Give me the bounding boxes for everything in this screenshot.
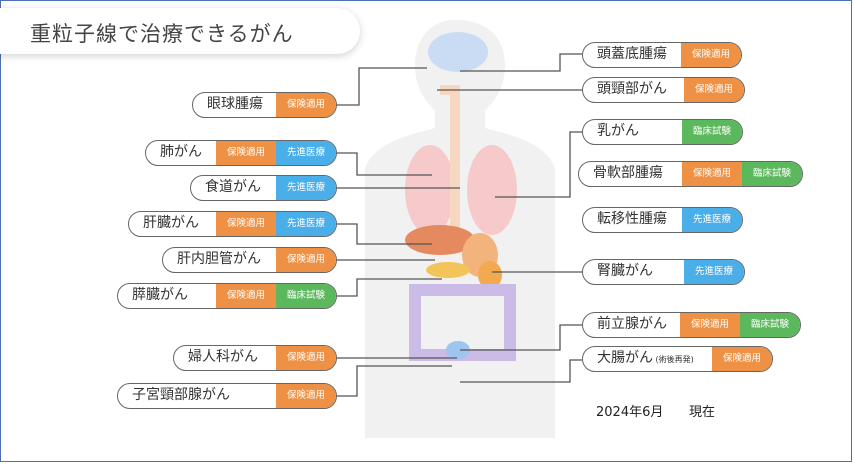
- cancer-item: 子宮頸部腺がん 保険適用: [117, 383, 337, 409]
- cancer-item: 頭蓋底腫瘍保険適用: [582, 42, 742, 68]
- lung-right: [467, 145, 517, 235]
- pancreas: [426, 262, 470, 278]
- badge-ins: 保険適用: [681, 43, 741, 67]
- cancer-item: 転移性腫瘍先進医療: [582, 207, 743, 233]
- badge-cli: 臨床試験: [740, 313, 800, 337]
- badge-adv: 先進医療: [276, 141, 336, 165]
- cancer-item: 膵臓がん 保険適用臨床試験: [117, 283, 337, 309]
- badge-ins: 保険適用: [276, 384, 336, 408]
- badge-adv: 先進医療: [682, 208, 742, 232]
- badge-ins: 保険適用: [216, 284, 276, 308]
- kidney: [478, 261, 502, 289]
- cancer-item: 肺がん保険適用先進医療: [145, 140, 337, 166]
- badge-cli: 臨床試験: [682, 120, 742, 144]
- cancer-item: 腎臓がん 先進医療: [582, 259, 745, 285]
- esophagus: [440, 85, 460, 245]
- cancer-name: 頭頸部がん: [597, 81, 667, 97]
- cancer-name: 前立腺がん: [597, 316, 667, 332]
- leader-lines: [337, 53, 582, 397]
- badge-ins: 保険適用: [682, 162, 742, 186]
- cancer-item: 肝臓がん 保険適用先進医療: [128, 211, 337, 237]
- cancer-name: 食道がん: [205, 179, 261, 195]
- badge-ins: 保険適用: [216, 141, 276, 165]
- badge-adv: 先進医療: [276, 212, 336, 236]
- cancer-name: 乳がん: [597, 123, 639, 139]
- badge-ins: 保険適用: [276, 93, 336, 117]
- cancer-name: 子宮頸部腺がん: [132, 387, 230, 403]
- cancer-name: 肝臓がん: [143, 215, 199, 231]
- cancer-name: 眼球腫瘍: [207, 96, 263, 112]
- badge-ins: 保険適用: [276, 248, 336, 272]
- badge-ins: 保険適用: [684, 78, 744, 102]
- cancer-name: 肝内胆管がん: [177, 251, 261, 267]
- badge-ins: 保険適用: [276, 346, 336, 370]
- cancer-item: 食道がん先進医療: [190, 175, 337, 201]
- cancer-item: 骨軟部腫瘍 保険適用臨床試験: [578, 161, 803, 187]
- brain: [428, 32, 488, 72]
- cancer-name: 肺がん: [160, 144, 202, 160]
- cancer-item: 肝内胆管がん保険適用: [162, 247, 337, 273]
- badge-adv: 先進医療: [276, 176, 336, 200]
- badge-ins: 保険適用: [680, 313, 740, 337]
- liver: [405, 225, 475, 255]
- intestine: [409, 284, 516, 361]
- page-title: 重粒子線で治療できるがん: [0, 8, 360, 54]
- cancer-name: 頭蓋底腫瘍: [597, 46, 667, 62]
- bladder: [446, 341, 470, 359]
- cancer-item: 乳がん 臨床試験: [582, 119, 743, 145]
- cancer-name: 腎臓がん: [597, 263, 653, 279]
- cancer-note: (術後再発): [653, 355, 694, 364]
- cancer-name: 大腸がん (術後再発): [597, 350, 694, 366]
- cancer-item: 頭頸部がん 保険適用: [582, 77, 745, 103]
- badge-cli: 臨床試験: [742, 162, 802, 186]
- cancer-name: 骨軟部腫瘍: [593, 165, 663, 181]
- badge-adv: 先進医療: [684, 260, 744, 284]
- cancer-name: 膵臓がん: [132, 287, 188, 303]
- cancer-item: 眼球腫瘍保険適用: [192, 92, 337, 118]
- lung-left: [405, 145, 455, 235]
- badge-ins: 保険適用: [216, 212, 276, 236]
- cancer-item: 大腸がん (術後再発) 保険適用: [582, 346, 773, 372]
- cancer-name: 婦人科がん: [188, 349, 258, 365]
- as-of-label: 現在: [689, 405, 716, 420]
- cancer-item: 前立腺がん保険適用臨床試験: [582, 312, 801, 338]
- cancer-name: 転移性腫瘍: [597, 211, 667, 227]
- badge-cli: 臨床試験: [276, 284, 336, 308]
- cancer-item: 婦人科がん 保険適用: [173, 345, 337, 371]
- date: 2024年6月: [596, 405, 664, 420]
- badge-ins: 保険適用: [712, 347, 772, 371]
